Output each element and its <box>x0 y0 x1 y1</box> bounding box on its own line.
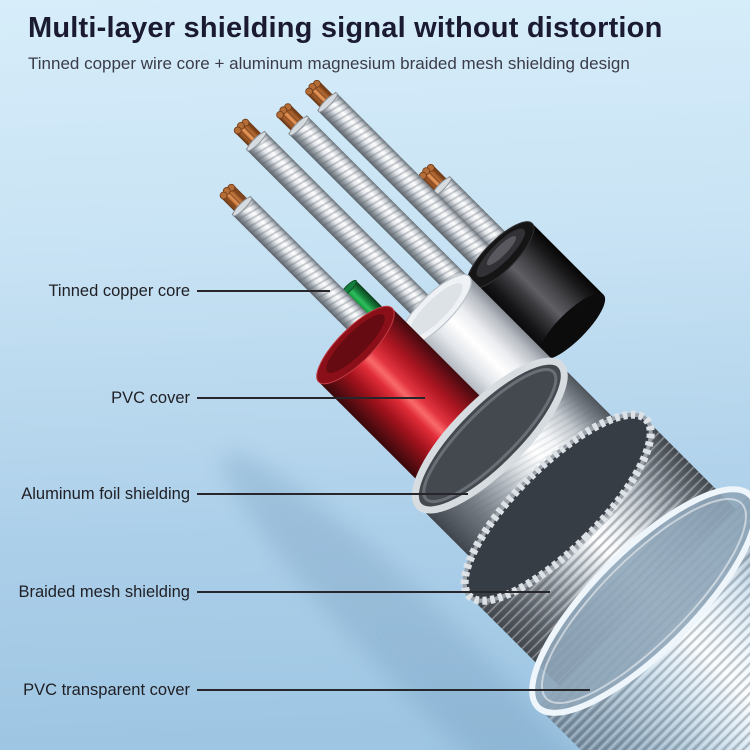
cable-shadow <box>222 452 637 750</box>
tinned-wire-4 <box>305 79 533 307</box>
page-title: Multi-layer shielding signal without dis… <box>28 12 663 44</box>
leader-line <box>197 290 330 292</box>
callout-pvc-transparent-cover: PVC transparent cover <box>0 679 590 701</box>
header: Multi-layer shielding signal without dis… <box>28 12 663 74</box>
callout-pvc-cover: PVC cover <box>0 387 425 409</box>
tinned-wire-3 <box>276 103 499 326</box>
leader-line <box>197 591 550 593</box>
callout-label: PVC transparent cover <box>23 680 190 699</box>
pvc-jacket-black <box>466 221 606 360</box>
callout-tinned-copper-core: Tinned copper core <box>0 280 330 302</box>
page-subtitle: Tinned copper wire core + aluminum magne… <box>28 54 630 73</box>
tinned-wire-2 <box>233 118 471 355</box>
callout-aluminum-foil-shielding: Aluminum foil shielding <box>0 483 468 505</box>
callout-label: Tinned copper core <box>48 281 190 300</box>
leader-line <box>197 397 425 399</box>
callout-braided-mesh-shielding: Braided mesh shielding <box>0 581 550 603</box>
callout-label: Braided mesh shielding <box>18 582 190 601</box>
leader-line <box>197 493 468 495</box>
transparent-pvc-layer <box>529 486 750 750</box>
leader-line <box>197 689 590 691</box>
callout-label: Aluminum foil shielding <box>21 484 190 503</box>
callout-label: PVC cover <box>111 388 190 407</box>
